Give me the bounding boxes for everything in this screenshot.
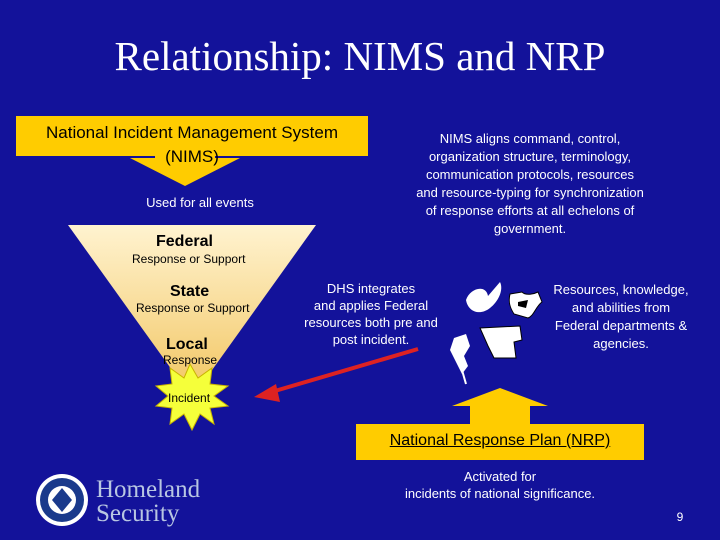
resources-text-line: and abilities from (571, 300, 671, 315)
state-label: State (170, 283, 210, 300)
nrp-title: National Response Plan (NRP) (389, 432, 611, 449)
nims-title-line2: (NIMS) (165, 147, 219, 166)
nrp-activated-line: incidents of national significance. (404, 486, 596, 501)
dhs-text-line: post incident. (332, 332, 410, 347)
nrp-arrow-icon (452, 388, 548, 426)
nrp-activated-text: Activated for incidents of national sign… (380, 468, 620, 502)
homeland-security-logo: Homeland Security (96, 476, 201, 527)
nims-description: NIMS aligns command, control, organizati… (378, 130, 682, 238)
page-number: 9 (676, 510, 684, 524)
dhs-seal-eagle (52, 488, 72, 512)
department-icon-c-tail (461, 369, 467, 385)
state-sub-label: Response or Support (136, 301, 250, 315)
red-arrow-line (267, 347, 419, 395)
resources-text: Resources, knowledge, and abilities from… (540, 281, 702, 353)
pyramid-shape (68, 225, 316, 398)
nims-desc-line: government. (493, 221, 567, 236)
incident-label: Incident (168, 391, 211, 405)
resources-text-line: Federal departments & (554, 318, 688, 333)
slide-title: Relationship: NIMS and NRP (114, 33, 606, 79)
dhs-integrates-text: DHS integrates and applies Federal resou… (296, 280, 446, 348)
dhs-text-line: resources both pre and (304, 315, 438, 330)
nims-title-line1: National Incident Management System (46, 123, 338, 142)
nims-desc-line: of response efforts at all echelons of (425, 203, 635, 218)
dhs-text-line: and applies Federal (313, 298, 429, 313)
logo-word-homeland: Homeland (96, 476, 201, 503)
incident-starburst-icon (154, 362, 230, 432)
department-icon-b-detail (518, 300, 528, 308)
red-arrowhead-icon (254, 384, 280, 402)
logo-word-security: Security (96, 500, 180, 527)
department-icon-a (466, 282, 502, 313)
local-sub-label: Response (163, 353, 218, 367)
local-label: Local (166, 336, 208, 353)
nims-desc-line: and resource-typing for synchronization (416, 185, 644, 200)
nims-used-for: Used for all events (146, 195, 254, 210)
federal-sub-label: Response or Support (132, 252, 246, 266)
resources-text-line: Resources, knowledge, (553, 282, 689, 297)
nims-desc-line: communication protocols, resources (425, 167, 635, 182)
department-icon-c (450, 334, 470, 374)
resources-text-line: agencies. (593, 336, 649, 351)
nrp-banner (356, 424, 644, 460)
nims-banner (16, 116, 368, 156)
nims-arrow-icon (130, 150, 240, 186)
nims-desc-line: NIMS aligns command, control, (439, 131, 621, 146)
dhs-text-line: DHS integrates (326, 281, 416, 296)
department-icon-d (479, 325, 523, 359)
federal-label: Federal (156, 233, 213, 250)
nims-desc-line: organization structure, terminology, (428, 149, 632, 164)
nrp-activated-line: Activated for (463, 469, 537, 484)
